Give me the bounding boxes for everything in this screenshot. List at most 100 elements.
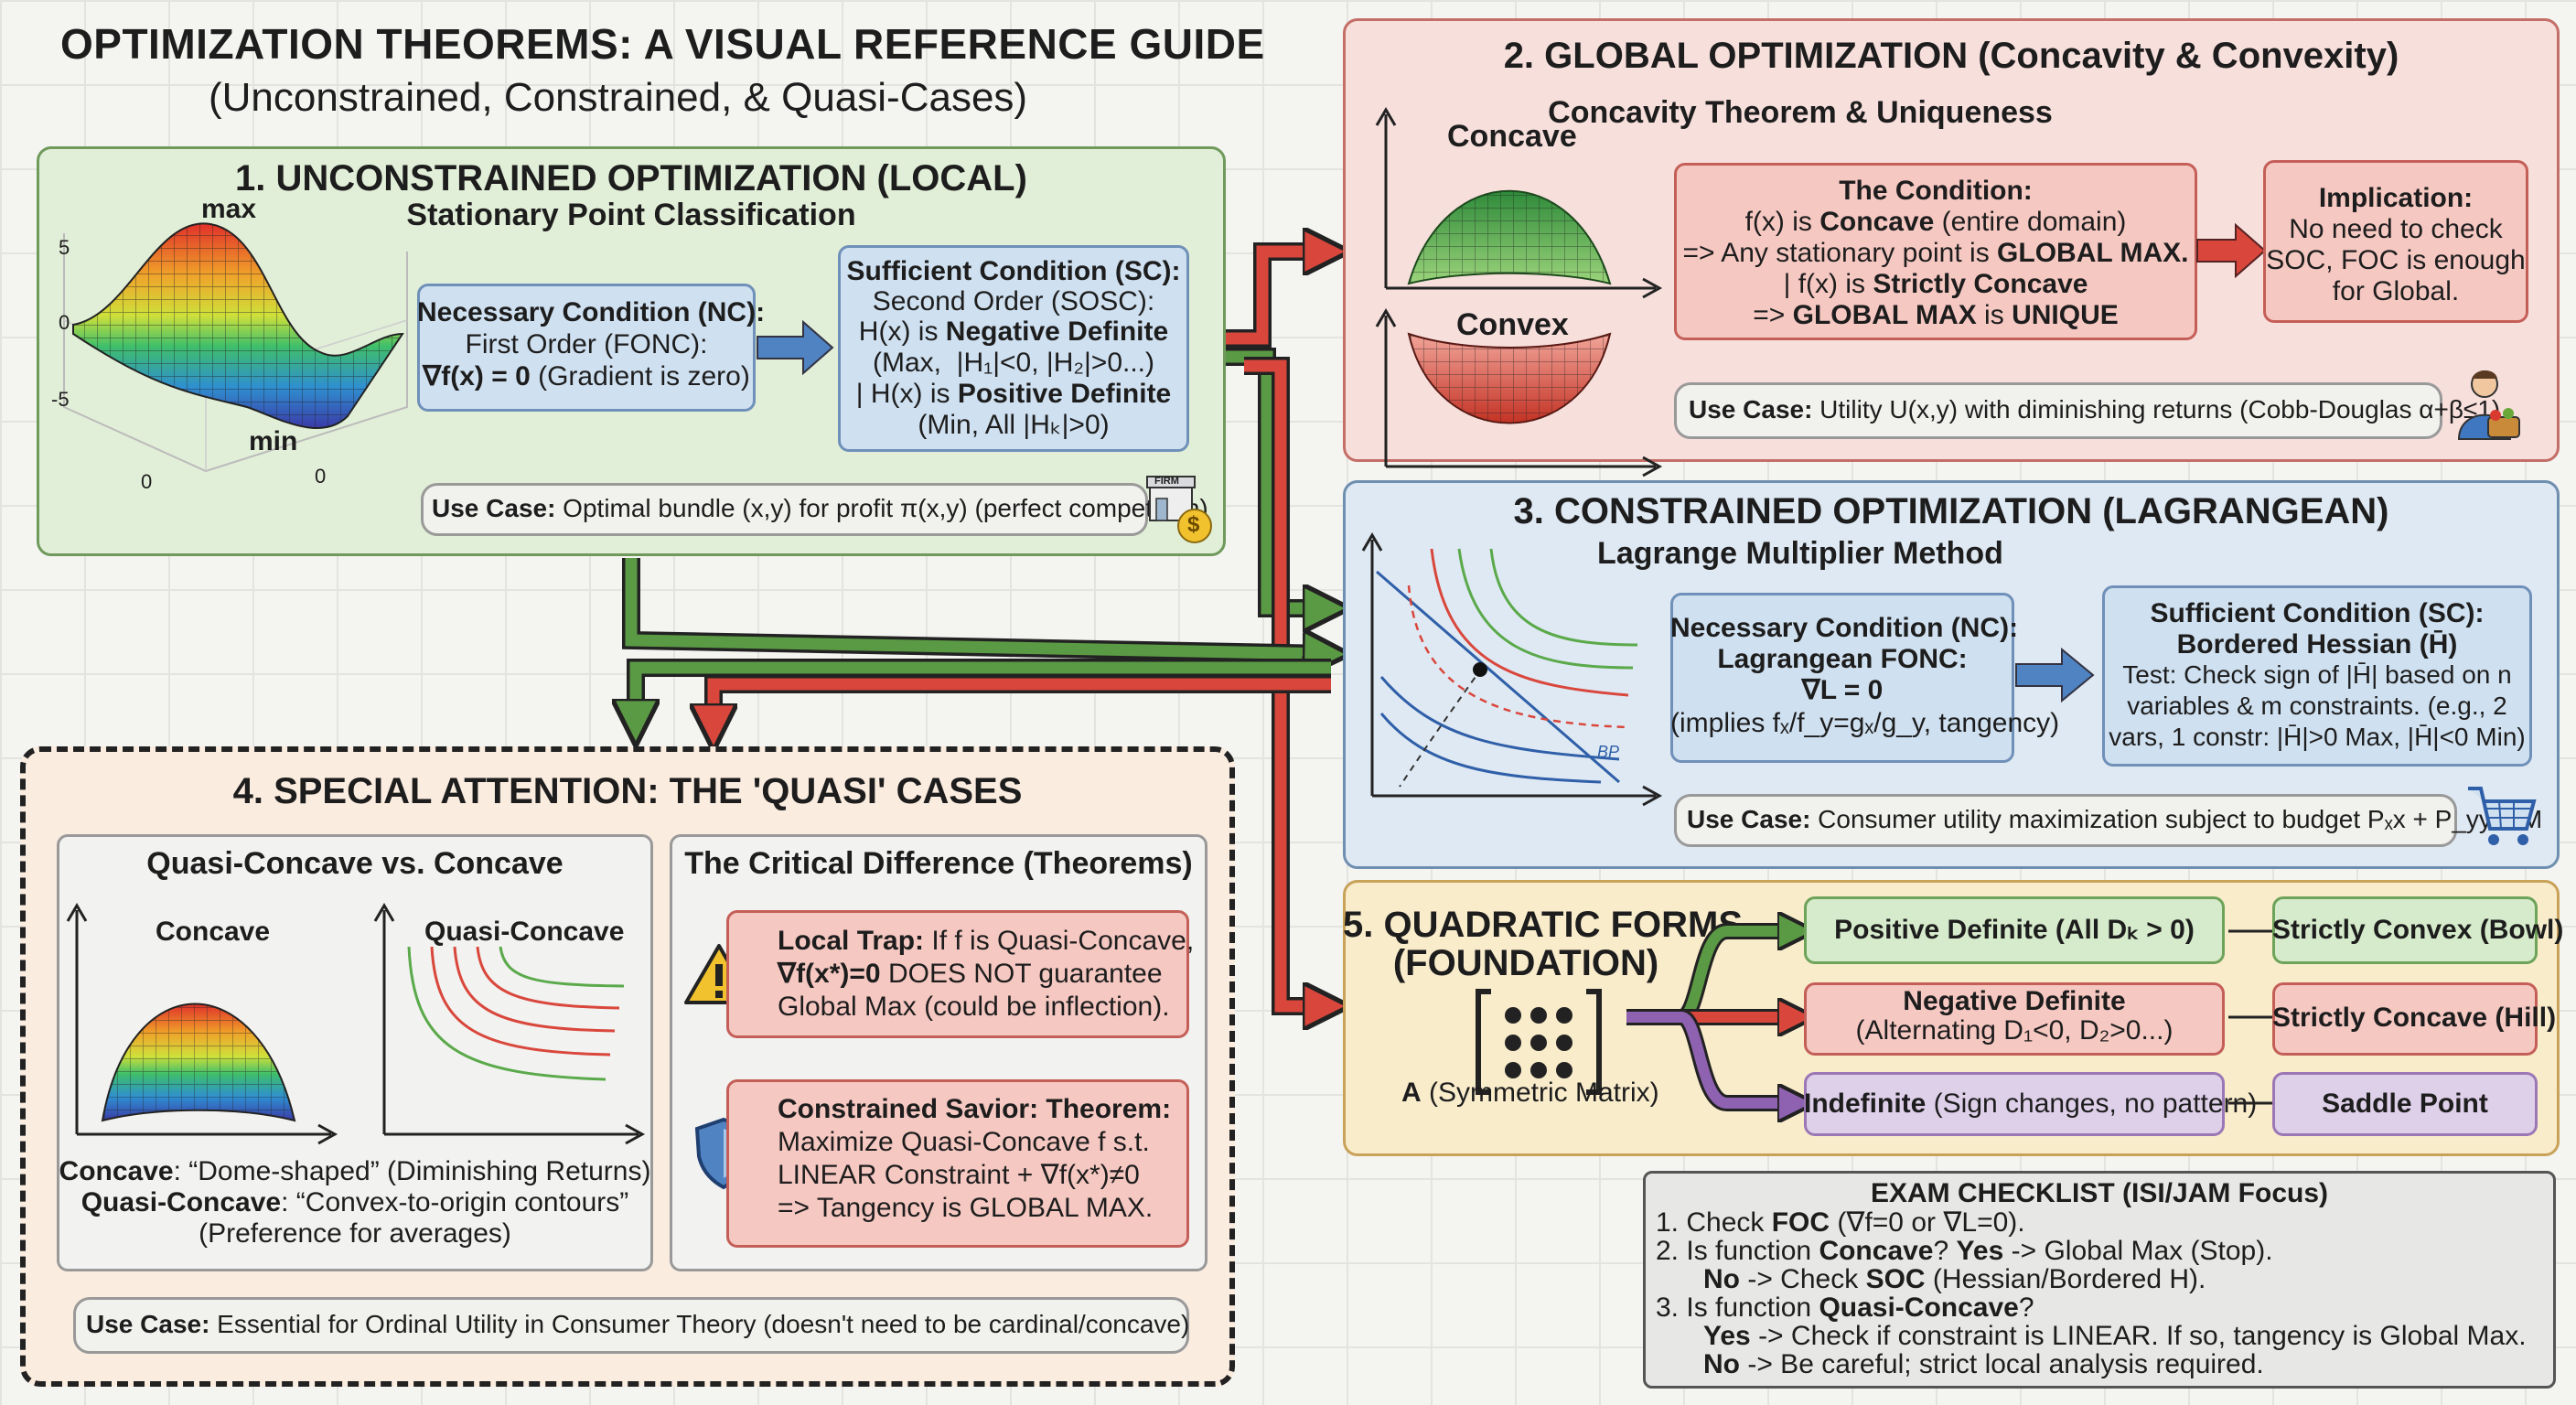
- s4-usecase-text: Use Case: Essential for Ordinal Utility …: [86, 1310, 1190, 1338]
- s4-title: 4. SPECIAL ATTENTION: THE 'QUASI' CASES: [232, 771, 1023, 811]
- main-subtitle: (Unconstrained, Constrained, & Quasi-Cas…: [209, 75, 1028, 120]
- main-title: OPTIMIZATION THEOREMS: A VISUAL REFERENC…: [60, 20, 1265, 68]
- s3-nc-line3: ∇L = 0: [1801, 675, 1884, 705]
- exam-line4: 3. Is function Quasi-Concave?: [1656, 1292, 2034, 1323]
- s5-nd-text-1: Negative Definite: [1903, 986, 2126, 1016]
- s2-impl-line4: for Global.: [2332, 276, 2460, 306]
- s1-title: 1. UNCONSTRAINED OPTIMIZATION (LOCAL): [235, 158, 1027, 198]
- tangency-point: [1473, 662, 1487, 677]
- person-with-basket-icon: [2457, 370, 2520, 440]
- s5-matrix-label: A (Symmetric Matrix): [1401, 1078, 1659, 1108]
- s5-ind-text: Indefinite (Sign changes, no pattern): [1804, 1089, 2258, 1119]
- s5-indefinite: [1804, 1072, 2225, 1136]
- s1-necessary-condition: [417, 284, 756, 412]
- arrow-s1-to-s2-fill: [1226, 252, 1331, 345]
- s5-pd-text: Positive Definite (All Dₖ > 0): [1834, 915, 2195, 945]
- firm-label: FIRM: [1154, 476, 1179, 487]
- s2-cond-line5: => GLOBAL MAX is UNIQUE: [1753, 300, 2119, 330]
- lagrange-plot: [1361, 532, 1663, 807]
- s3-nc-line4: (implies fₓ/f_y=gₓ/g_y, tangency): [1670, 708, 2060, 738]
- s3-sc-line2: Bordered Hessian (H̄): [2176, 629, 2458, 660]
- s1-sufficient-condition: [838, 245, 1189, 452]
- budget-line: [1376, 570, 1620, 784]
- surface-plot-3d: [63, 222, 408, 473]
- s4-left-title: Quasi-Concave vs. Concave: [146, 846, 564, 881]
- s5-output-concave: [2272, 982, 2538, 1056]
- contour-red: [1430, 548, 1629, 697]
- quasi-concave-compare-plot: [66, 903, 646, 1145]
- s3-plot-label: BP: [1597, 743, 1620, 761]
- s3-nc-title: Necessary Condition (NC):: [1670, 613, 2019, 643]
- s5-positive-definite: [1804, 896, 2225, 964]
- concave-convex-plot: [1375, 107, 1663, 477]
- s5-out2-text: Strictly Concave (Hill): [2272, 1003, 2557, 1033]
- s2-label-convex: Convex: [1456, 307, 1569, 342]
- x-tick-0a: 0: [141, 470, 153, 493]
- s5-out3-text: Saddle Point: [2322, 1089, 2488, 1119]
- s1-sc-title: Sufficient Condition (SC):: [846, 256, 1181, 286]
- s2-implication-box: [2263, 160, 2528, 323]
- s2-arrow-cond-to-impl: [2196, 222, 2267, 279]
- matrix-icon: [1476, 989, 1602, 1095]
- s4-trap-line1: Local Trap: If f is Quasi-Concave,: [778, 926, 1195, 956]
- shopping-cart-icon: [2468, 787, 2537, 845]
- s4-label-quasi: Quasi-Concave: [424, 917, 625, 947]
- plot-label-min: min: [249, 426, 298, 456]
- s1-sc-line4: (Max, |H₁|<0, |H₂|>0...): [872, 348, 1154, 378]
- arrow-s1-to-s3-lower: [625, 558, 1331, 654]
- s1-sc-line3: H(x) is Negative Definite: [858, 316, 1169, 347]
- plot-label-max: max: [201, 194, 257, 224]
- exam-line3: No -> Check SOC (Hessian/Bordered H).: [1703, 1264, 2206, 1294]
- s4-usecase-box: [73, 1297, 1189, 1354]
- x-tick-0b: 0: [315, 465, 327, 488]
- s4-savior-box: [726, 1079, 1189, 1248]
- s3-sufficient-condition: [2102, 585, 2532, 767]
- s1-sc-line2: Second Order (SOSC):: [872, 286, 1155, 316]
- exam-line1: 1. Check FOC (∇f=0 or ∇L=0).: [1656, 1207, 2025, 1238]
- s3-sc-line4: variables & m constraints. (e.g., 2: [2127, 692, 2507, 720]
- s2-usecase-box: [1674, 382, 2442, 439]
- s4-savior-line4: => Tangency is GLOBAL MAX.: [778, 1193, 1154, 1223]
- s4-concave-desc: Concave: “Dome-shaped” (Diminishing Retu…: [59, 1156, 651, 1186]
- s5-negative-definite: [1804, 982, 2225, 1056]
- s5-title-2: (FOUNDATION): [1392, 943, 1659, 983]
- s1-nc-line2: First Order (FONC):: [465, 329, 708, 359]
- s2-impl-line3: SOC, FOC is enough: [2266, 245, 2526, 275]
- s2-cond-line2: f(x) is Concave (entire domain): [1744, 207, 2127, 237]
- s5-output-convex: [2272, 896, 2538, 964]
- s2-subtitle: Concavity Theorem & Uniqueness: [1548, 95, 2053, 130]
- s3-subtitle: Lagrange Multiplier Method: [1597, 536, 2003, 571]
- s3-title: 3. CONSTRAINED OPTIMIZATION (LAGRANGEAN): [1513, 491, 2389, 531]
- s5-nd-text-2: (Alternating D₁<0, D₂>0...): [1855, 1015, 2174, 1046]
- quasi-contour-1: [407, 946, 606, 1081]
- s1-nc-title: Necessary Condition (NC):: [417, 297, 766, 327]
- s1-usecase-box: [421, 483, 1148, 536]
- s1-subtitle: Stationary Point Classification: [406, 198, 856, 232]
- s2-cond-line4: | f(x) is Strictly Concave: [1783, 269, 2088, 299]
- s4-quasi-desc-2: (Preference for averages): [199, 1218, 511, 1249]
- arrow-s1-to-s2: [1226, 242, 1331, 348]
- s3-usecase-box: [1674, 794, 2457, 847]
- s2-cond-line3: => Any stationary point is GLOBAL MAX.: [1682, 238, 2189, 268]
- s3-sc-title: Sufficient Condition (SC):: [2150, 598, 2485, 628]
- s4-trap-line2: ∇f(x*)=0 DOES NOT guarantee: [778, 959, 1163, 989]
- firm-store-icon: [1146, 476, 1212, 543]
- s4-right-title: The Critical Difference (Theorems): [684, 846, 1193, 881]
- s2-cond-title: The Condition:: [1839, 176, 2033, 206]
- s4-quasi-desc: Quasi-Concave: “Convex-to-origin contour…: [80, 1187, 629, 1217]
- s1-usecase-text: Use Case: Optimal bundle (x,y) for profi…: [432, 494, 1208, 522]
- z-tick-minus5: -5: [51, 388, 70, 411]
- exam-line2: 2. Is function Concave? Yes -> Global Ma…: [1656, 1236, 2273, 1266]
- s4-savior-line2: Maximize Quasi-Concave f s.t.: [778, 1127, 1150, 1157]
- s3-sc-line5: vars, 1 constr: |H̄|>0 Max, |H̄|<0 Min): [2109, 723, 2526, 751]
- s2-condition-box: [1674, 163, 2197, 340]
- z-tick-0: 0: [59, 311, 70, 334]
- s3-nc-line2: Lagrangean FONC:: [1717, 644, 1968, 674]
- exam-line5: Yes -> Check if constraint is LINEAR. If…: [1703, 1321, 2527, 1351]
- money-icon: $: [1187, 512, 1200, 537]
- s5-out1-text: Strictly Convex (Bowl): [2272, 915, 2564, 945]
- s5-branch-arrows: [1626, 887, 1809, 1143]
- arrow-s3-to-s4: [636, 661, 1331, 727]
- branch-positive: [1626, 931, 1800, 1023]
